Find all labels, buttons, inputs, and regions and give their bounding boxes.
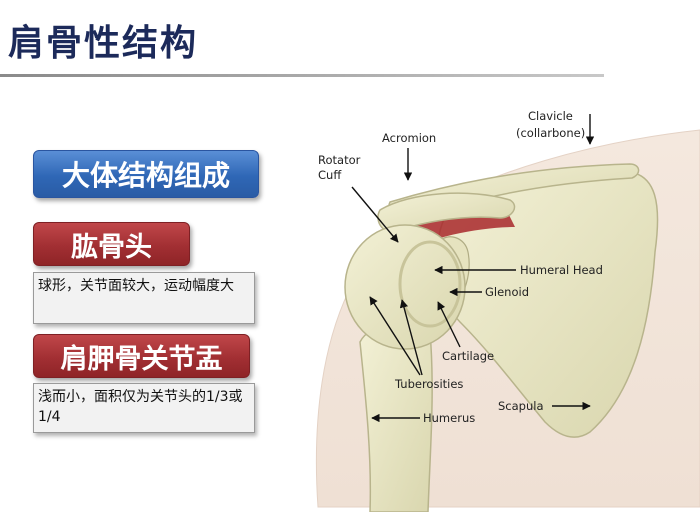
- label-glenoid: Glenoid: [485, 285, 529, 299]
- arrow-tuberosities-2: [399, 299, 423, 376]
- main-structure-heading: 大体结构组成: [33, 150, 259, 198]
- humerus-head-heading: 肱骨头: [33, 222, 190, 266]
- arrow-tuberosities-1: [369, 296, 421, 376]
- label-rotator-cuff-1: Rotator: [318, 153, 361, 167]
- label-tuberosities: Tuberosities: [394, 377, 463, 391]
- label-clavicle-1: Clavicle: [528, 109, 573, 123]
- label-acromion: Acromion: [382, 131, 436, 145]
- label-humerus: Humerus: [423, 411, 475, 425]
- arrow-rotator-cuff: [351, 186, 399, 243]
- glenoid-description: 浅而小，面积仅为关节头的1/3或1/4: [33, 383, 255, 433]
- page-title: 肩骨性结构: [8, 23, 199, 64]
- arrow-cartilage: [437, 301, 461, 348]
- label-scapula: Scapula: [498, 399, 544, 413]
- label-cartilage: Cartilage: [442, 349, 494, 363]
- shoulder-anatomy-diagram: Rotator Cuff Acromion Clavicle (collarbo…: [315, 109, 700, 512]
- title-divider: [0, 74, 604, 77]
- label-clavicle-2: (collarbone): [516, 126, 585, 140]
- label-humeral-head: Humeral Head: [520, 263, 603, 277]
- humeral-head: [344, 224, 466, 350]
- cartilage-surface: [398, 240, 462, 328]
- glenoid-heading: 肩胛骨关节盂: [33, 334, 250, 378]
- humerus-head-description: 球形，关节面较大，运动幅度大: [33, 272, 255, 324]
- label-rotator-cuff-2: Cuff: [318, 168, 342, 182]
